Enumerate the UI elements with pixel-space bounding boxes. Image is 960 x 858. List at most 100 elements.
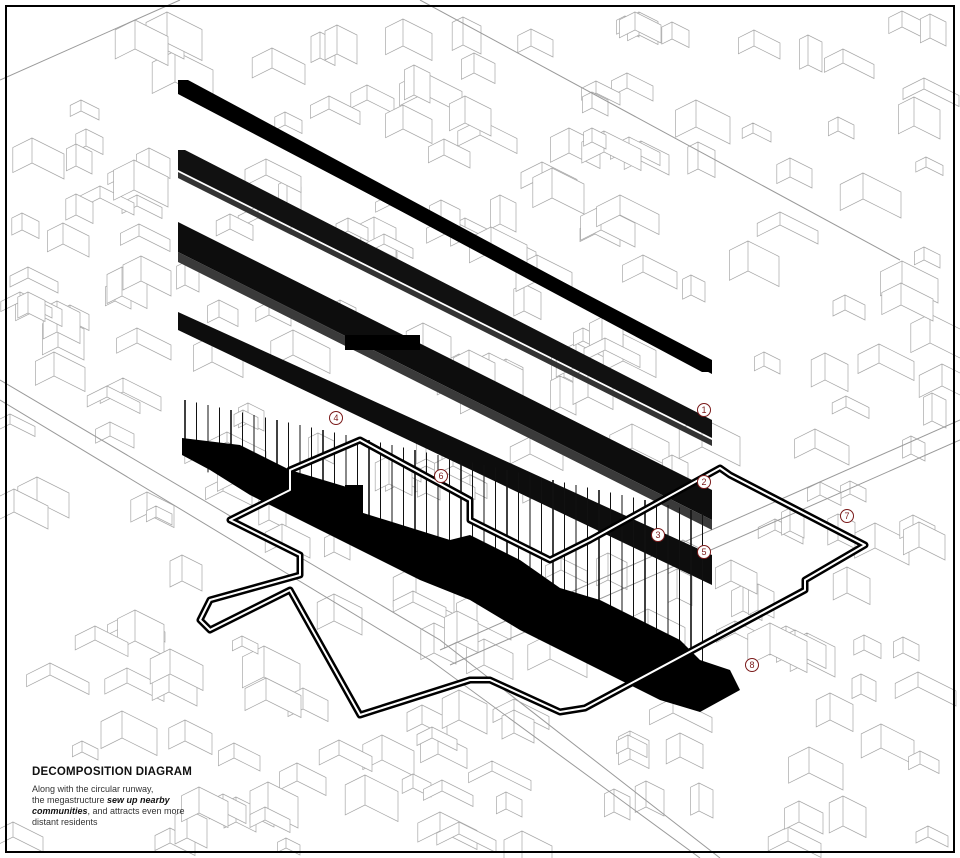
city-building [915, 825, 949, 848]
caption-line: Along with the circular runway, [32, 784, 154, 794]
city-building [776, 157, 813, 189]
marker-3: 3 [651, 528, 665, 542]
city-building [682, 274, 706, 303]
city-building [665, 732, 704, 770]
city-building [232, 635, 259, 655]
city-building [404, 64, 431, 104]
marker-label: 1 [701, 405, 706, 415]
city-building [908, 750, 940, 775]
city-building [888, 10, 925, 39]
city-building [828, 116, 855, 140]
city-building [756, 211, 819, 245]
city-building [532, 167, 585, 215]
city-building [17, 291, 46, 323]
city-building [503, 830, 553, 858]
marker-1: 1 [697, 403, 711, 417]
city-building [832, 566, 871, 606]
layer-roof [178, 80, 712, 374]
city-building [149, 648, 204, 692]
marker-label: 6 [438, 471, 443, 481]
city-building [249, 781, 299, 829]
city-building [915, 156, 944, 177]
city-building [496, 791, 523, 818]
city-building [810, 352, 849, 393]
marker-label: 7 [844, 511, 849, 521]
city-building [428, 138, 471, 169]
city-building [169, 554, 203, 592]
caption-title: DECOMPOSITION DIAGRAM [32, 766, 193, 778]
city-building [113, 159, 169, 208]
city-building [857, 343, 915, 382]
city-building [893, 636, 920, 662]
marker-5: 5 [697, 545, 711, 559]
marker-label: 8 [749, 660, 754, 670]
city-building [853, 634, 882, 660]
city-building [788, 746, 844, 791]
city-building [794, 428, 850, 466]
city-building [416, 726, 458, 752]
city-building [611, 72, 654, 102]
city-building [729, 240, 780, 288]
city-building [168, 719, 213, 756]
city-building [344, 774, 399, 823]
city-building [831, 395, 870, 420]
city-building [902, 435, 926, 462]
marker-circle [434, 469, 448, 483]
layer-upper-housing [178, 150, 712, 446]
city-building [910, 313, 960, 359]
city-building [747, 622, 808, 674]
city-building [583, 127, 607, 150]
city-building [451, 16, 482, 55]
layer-main-housing [178, 222, 712, 530]
city-building [902, 77, 960, 108]
city-building [596, 194, 660, 236]
city-building [741, 122, 772, 143]
marker-label: 5 [701, 547, 706, 557]
city-building [468, 760, 532, 792]
marker-label: 4 [333, 413, 338, 423]
city-building [754, 351, 781, 375]
city-building [550, 375, 577, 416]
city-context [0, 10, 960, 858]
city-building [634, 780, 665, 817]
city-building [122, 255, 172, 297]
city-building [277, 837, 301, 856]
city-building [324, 24, 358, 65]
city-building [423, 779, 474, 808]
city-building [616, 734, 648, 759]
city-building [832, 294, 866, 321]
city-building [95, 421, 135, 449]
city-building [12, 137, 65, 180]
caption-line: , and attracts even more [87, 806, 185, 816]
city-building [385, 18, 433, 62]
city-building [715, 559, 758, 595]
city-building [218, 742, 261, 772]
city-building [26, 662, 90, 696]
marker-8: 8 [745, 658, 759, 672]
city-building [0, 488, 49, 530]
caption-body: Along with the circular runway, the mega… [32, 784, 242, 828]
city-building [181, 786, 229, 829]
city-building [461, 52, 496, 85]
city-building [675, 99, 731, 145]
city-building [923, 392, 947, 429]
city-building [622, 254, 678, 290]
city-building [839, 172, 902, 219]
city-building [244, 677, 302, 719]
city-building [264, 523, 311, 559]
marker-circle [840, 509, 854, 523]
marker-7: 7 [840, 509, 854, 523]
city-building [74, 625, 129, 658]
city-building [920, 13, 947, 47]
city-building [100, 710, 158, 757]
city-building [310, 95, 361, 126]
city-building [114, 19, 169, 67]
city-building [66, 143, 93, 175]
caption-line: the megastructure [32, 795, 108, 805]
city-building [851, 673, 877, 703]
city-building [47, 222, 90, 258]
circular-runway [196, 436, 869, 719]
